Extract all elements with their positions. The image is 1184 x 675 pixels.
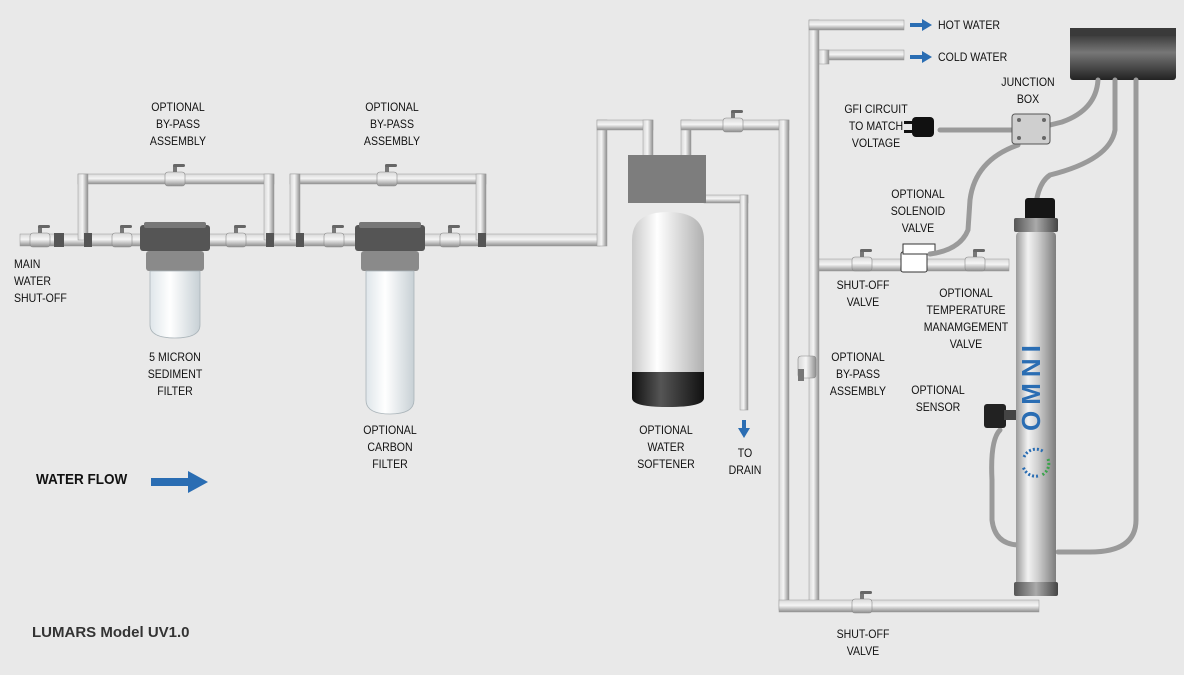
label-temp-management-valve-line: OPTIONAL (939, 286, 993, 300)
label-gfi-circuit-line: VOLTAGE (851, 136, 901, 150)
label-water-softener-line: WATER (647, 440, 685, 454)
label-shutoff-valve-lower-line: SHUT-OFF (836, 627, 890, 641)
label-temp-management-valve-line: VALVE (949, 337, 983, 351)
omni-brand-text: OMNI (1016, 339, 1046, 431)
label-to-drain-line: DRAIN (728, 463, 762, 477)
label-main-water-shutoff-line: WATER (14, 274, 51, 288)
label-junction-box-line: JUNCTION (1001, 75, 1055, 89)
label-shutoff-valve-upper: SHUT-OFF VALVE (834, 277, 892, 311)
carbon-filter (355, 222, 425, 415)
label-gfi-circuit-line: GFI CIRCUIT (844, 102, 908, 116)
label-cold-water: COLD WATER (938, 50, 1008, 64)
label-bypass-assembly-3-line: OPTIONAL (831, 350, 885, 364)
label-main-water-shutoff: MAIN WATER SHUT-OFF (14, 256, 67, 307)
label-bypass-assembly-2-line: OPTIONAL (365, 100, 419, 114)
label-bypass-assembly-3-line: ASSEMBLY (829, 384, 887, 398)
label-shutoff-valve-upper-line: VALVE (846, 295, 880, 309)
sediment-filter (140, 222, 210, 339)
label-solenoid-valve-line: SOLENOID (890, 204, 946, 218)
sensor (984, 404, 1016, 428)
label-bypass-assembly-2-line: ASSEMBLY (363, 134, 421, 148)
label-carbon-filter-line: CARBON (367, 440, 413, 454)
label-temp-management-valve-line: MANAMGEMENT (923, 320, 1009, 334)
label-water-softener-line: OPTIONAL (639, 423, 693, 437)
label-to-drain: TO DRAIN (723, 445, 767, 479)
label-bypass-assembly-3: OPTIONAL BY-PASS ASSEMBLY (826, 349, 889, 400)
label-bypass-assembly-1: OPTIONAL BY-PASS ASSEMBLY (143, 99, 213, 150)
model-title: LUMARS Model UV1.0 (32, 624, 190, 641)
label-sensor-line: OPTIONAL (911, 383, 965, 397)
label-solenoid-valve-line: VALVE (901, 221, 935, 235)
label-junction-box-line: BOX (1016, 92, 1040, 106)
label-sediment-filter-line: 5 MICRON (149, 350, 201, 364)
label-bypass-assembly-2: OPTIONAL BY-PASS ASSEMBLY (357, 99, 427, 150)
label-sensor: OPTIONAL SENSOR (905, 382, 972, 416)
label-main-water-shutoff-line: MAIN (14, 257, 41, 271)
label-carbon-filter-line: FILTER (372, 457, 408, 471)
label-gfi-circuit: GFI CIRCUIT TO MATCH VOLTAGE (841, 101, 911, 152)
label-shutoff-valve-lower: SHUT-OFF VALVE (834, 626, 892, 660)
label-gfi-circuit-line: TO MATCH (848, 119, 904, 133)
label-carbon-filter-line: OPTIONAL (363, 423, 417, 437)
label-bypass-assembly-2-line: BY-PASS (369, 117, 415, 131)
label-water-softener: OPTIONAL WATER SOFTENER (633, 422, 700, 473)
uv-sterilizer (1014, 198, 1058, 596)
label-water-softener-line: SOFTENER (637, 457, 695, 471)
label-bypass-assembly-1-line: OPTIONAL (151, 100, 205, 114)
label-sediment-filter: 5 MICRON SEDIMENT FILTER (137, 349, 213, 400)
label-sediment-filter-line: FILTER (157, 384, 193, 398)
label-to-drain-line: TO (737, 446, 753, 460)
label-junction-box: JUNCTION BOX (999, 74, 1057, 108)
label-solenoid-valve-line: OPTIONAL (891, 187, 945, 201)
label-sediment-filter-line: SEDIMENT (147, 367, 203, 381)
water-softener (628, 155, 706, 407)
label-bypass-assembly-1-line: BY-PASS (155, 117, 201, 131)
uv-controller (1070, 28, 1176, 80)
label-sensor-line: SENSOR (915, 400, 961, 414)
water-flow-legend: WATER FLOW (36, 471, 128, 488)
label-temp-management-valve: OPTIONAL TEMPERATURE MANAMGEMENT VALVE (920, 285, 1012, 353)
label-bypass-assembly-3-line: BY-PASS (835, 367, 881, 381)
label-solenoid-valve: OPTIONAL SOLENOID VALVE (885, 186, 952, 237)
label-hot-water: HOT WATER (938, 18, 1000, 32)
flow-arrows (151, 19, 932, 493)
label-shutoff-valve-upper-line: SHUT-OFF (836, 278, 890, 292)
label-carbon-filter: OPTIONAL CARBON FILTER (357, 422, 424, 473)
label-bypass-assembly-1-line: ASSEMBLY (149, 134, 207, 148)
label-temp-management-valve-line: TEMPERATURE (926, 303, 1006, 317)
label-shutoff-valve-lower-line: VALVE (846, 644, 880, 658)
label-main-water-shutoff-line: SHUT-OFF (14, 291, 67, 305)
